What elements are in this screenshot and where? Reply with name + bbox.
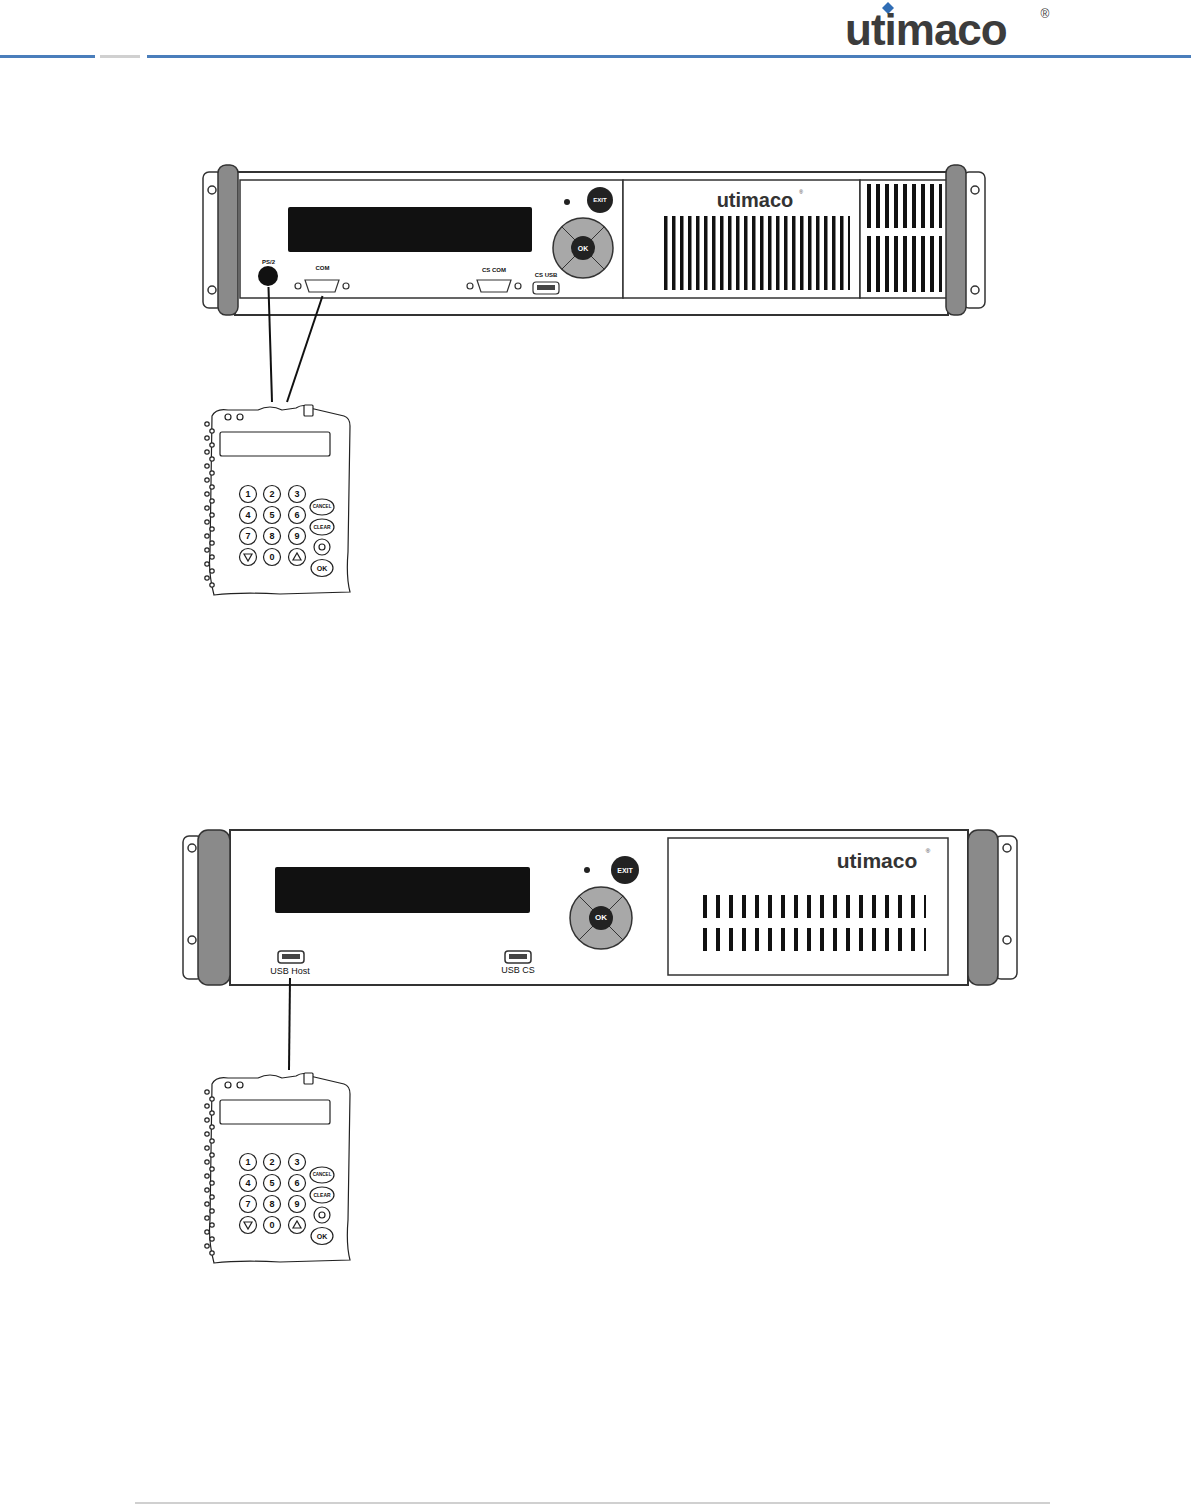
cable xyxy=(289,978,290,1070)
hsm-device xyxy=(183,830,1017,985)
com-port: COM xyxy=(300,262,345,296)
display xyxy=(275,867,530,913)
brand-logo: utimaco xyxy=(837,850,918,871)
key-label: CLEAR xyxy=(313,1193,330,1198)
usb-port: USB Host xyxy=(262,944,318,978)
pin-pad-outline xyxy=(200,402,355,597)
header-rule xyxy=(100,55,140,58)
port-label: USB CS xyxy=(501,966,535,975)
brand-logo: utimaco xyxy=(717,190,794,210)
nav-pad xyxy=(570,887,632,949)
trademark: ® xyxy=(1041,8,1050,20)
key-label: 5 xyxy=(269,1179,274,1188)
trademark: ® xyxy=(799,190,803,195)
key-label: 8 xyxy=(269,532,274,541)
key-label: 6 xyxy=(294,511,299,520)
key-label: 5 xyxy=(269,511,274,520)
pin-pad: 1 2 3CANCEL 4 5 6CLEAR 7 8 9 0OK xyxy=(200,402,355,597)
key-label: CANCEL xyxy=(313,1173,332,1178)
key-label: OK xyxy=(317,1233,328,1240)
port-label: USB Host xyxy=(270,967,310,976)
key-label: 7 xyxy=(245,532,250,541)
ps2-port xyxy=(258,266,278,286)
key-label: 3 xyxy=(294,1158,299,1167)
port-label: CS COM xyxy=(482,267,506,273)
nav-pad xyxy=(553,218,613,278)
key-label: CLEAR xyxy=(313,525,330,530)
key-label: 0 xyxy=(269,1221,274,1230)
button-label: EXIT xyxy=(617,867,633,874)
cable xyxy=(269,287,273,402)
trademark: ® xyxy=(926,848,930,854)
port-label: PS/2 xyxy=(262,259,275,265)
key-label: 2 xyxy=(269,1158,274,1167)
pin-pad: 1 2 3CANCEL 4 5 6CLEAR 7 8 9 0OK xyxy=(200,1070,355,1265)
key-label: 4 xyxy=(245,1179,250,1188)
key-label: 2 xyxy=(269,490,274,499)
key-label: 7 xyxy=(245,1200,250,1209)
display xyxy=(288,207,532,252)
key-label: 9 xyxy=(294,1200,299,1209)
key-label: 9 xyxy=(294,532,299,541)
key-label: CANCEL xyxy=(313,505,332,510)
cable xyxy=(287,296,323,402)
header-rule xyxy=(147,55,1191,58)
key-label: OK xyxy=(317,565,328,572)
button-label: EXIT xyxy=(593,197,606,203)
exit-button xyxy=(587,187,613,213)
button-label: OK xyxy=(578,245,589,252)
brand-logo: utimaco xyxy=(845,8,1007,52)
hsm-device xyxy=(203,165,985,315)
port-label: COM xyxy=(316,265,330,271)
port-label: CS USB xyxy=(535,272,558,278)
ps2-port: PS/2 xyxy=(255,256,282,287)
pin-pad-outline xyxy=(200,1070,355,1265)
key-label: 3 xyxy=(294,490,299,499)
key-label: 4 xyxy=(245,511,250,520)
hsm-front-panel: utimacoUSB Host xyxy=(230,830,968,985)
button-label: OK xyxy=(595,914,607,922)
key-label: 6 xyxy=(294,1179,299,1188)
key-label: 0 xyxy=(269,553,274,562)
key-label: 1 xyxy=(245,1158,250,1167)
footer-rule xyxy=(135,1502,1050,1504)
header-rule xyxy=(0,55,95,58)
exit-button xyxy=(611,856,639,884)
hsm-front-panel: utimacoPS/2COM xyxy=(235,180,948,298)
key-label: 8 xyxy=(269,1200,274,1209)
key-label: 1 xyxy=(245,490,250,499)
serial-port xyxy=(295,280,559,294)
